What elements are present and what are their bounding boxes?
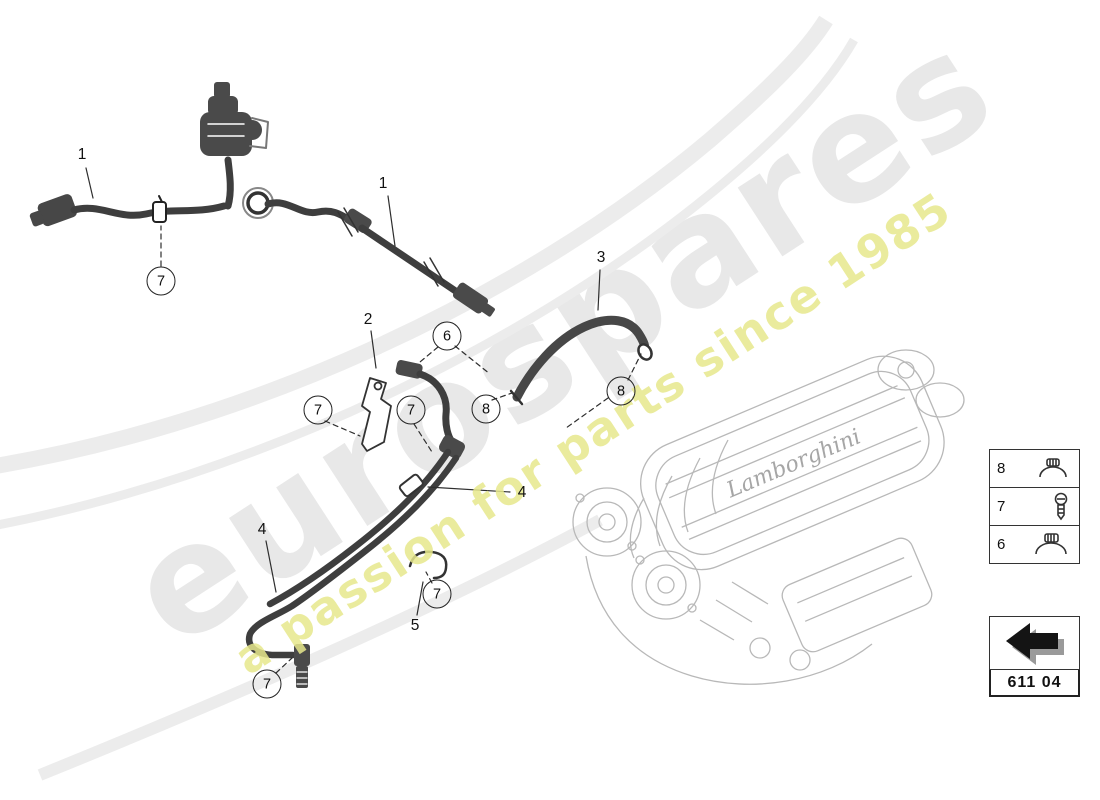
fastener-callout[interactable]: 7 bbox=[146, 266, 176, 296]
hose-clamp bbox=[152, 195, 167, 223]
legend-item-number: 8 bbox=[997, 460, 1006, 477]
hose-part-4 bbox=[245, 360, 466, 688]
legend-item-number: 6 bbox=[997, 536, 1006, 553]
hose-part-3 bbox=[509, 315, 653, 406]
part-number-callout[interactable]: 4 bbox=[257, 521, 267, 538]
part-reference: 611 04 bbox=[989, 616, 1080, 697]
part-code: 611 04 bbox=[989, 670, 1080, 697]
leader-lines bbox=[85, 167, 601, 616]
cut-marks bbox=[337, 207, 445, 287]
bracket-part-2 bbox=[361, 377, 392, 452]
hose-assembly-1 bbox=[29, 82, 495, 317]
hose-drawings bbox=[29, 82, 653, 688]
hose-clamp-icon bbox=[1030, 532, 1072, 558]
vacuum-pump bbox=[200, 82, 262, 156]
fastener-callout[interactable]: 7 bbox=[303, 395, 333, 425]
fastener-legend: 8 7 bbox=[989, 449, 1080, 564]
screw-icon bbox=[1050, 492, 1072, 522]
fastener-callout[interactable]: 7 bbox=[422, 579, 452, 609]
fastener-callout[interactable]: 7 bbox=[396, 395, 426, 425]
direction-arrow-icon bbox=[989, 616, 1080, 670]
hose-end-connector bbox=[452, 282, 495, 317]
legend-row: 8 bbox=[990, 450, 1079, 488]
engine-cover-script: Lamborghini bbox=[722, 424, 864, 503]
part-number-callout[interactable]: 1 bbox=[378, 175, 388, 192]
hose-clamp-icon bbox=[1034, 457, 1072, 481]
legend-row: 6 bbox=[990, 526, 1079, 563]
legend-item-number: 7 bbox=[997, 498, 1006, 515]
fastener-callout[interactable]: 8 bbox=[606, 376, 636, 406]
hose-end-connector bbox=[29, 194, 77, 227]
fastener-callout[interactable]: 7 bbox=[252, 669, 282, 699]
hose-clip bbox=[398, 473, 424, 498]
part-number-callout[interactable]: 5 bbox=[410, 617, 420, 634]
part-number-callout[interactable]: 4 bbox=[517, 484, 527, 501]
dashed-leader-lines bbox=[160, 225, 642, 674]
retaining-clip-part-5 bbox=[408, 550, 448, 580]
legend-row: 7 bbox=[990, 488, 1079, 526]
fastener-callout[interactable]: 6 bbox=[432, 321, 462, 351]
logo-swoosh-curves bbox=[0, 15, 858, 781]
part-number-callout[interactable]: 2 bbox=[363, 311, 373, 328]
part-number-callout[interactable]: 1 bbox=[77, 146, 87, 163]
part-number-callout[interactable]: 3 bbox=[596, 249, 606, 266]
fastener-callout[interactable]: 8 bbox=[471, 394, 501, 424]
